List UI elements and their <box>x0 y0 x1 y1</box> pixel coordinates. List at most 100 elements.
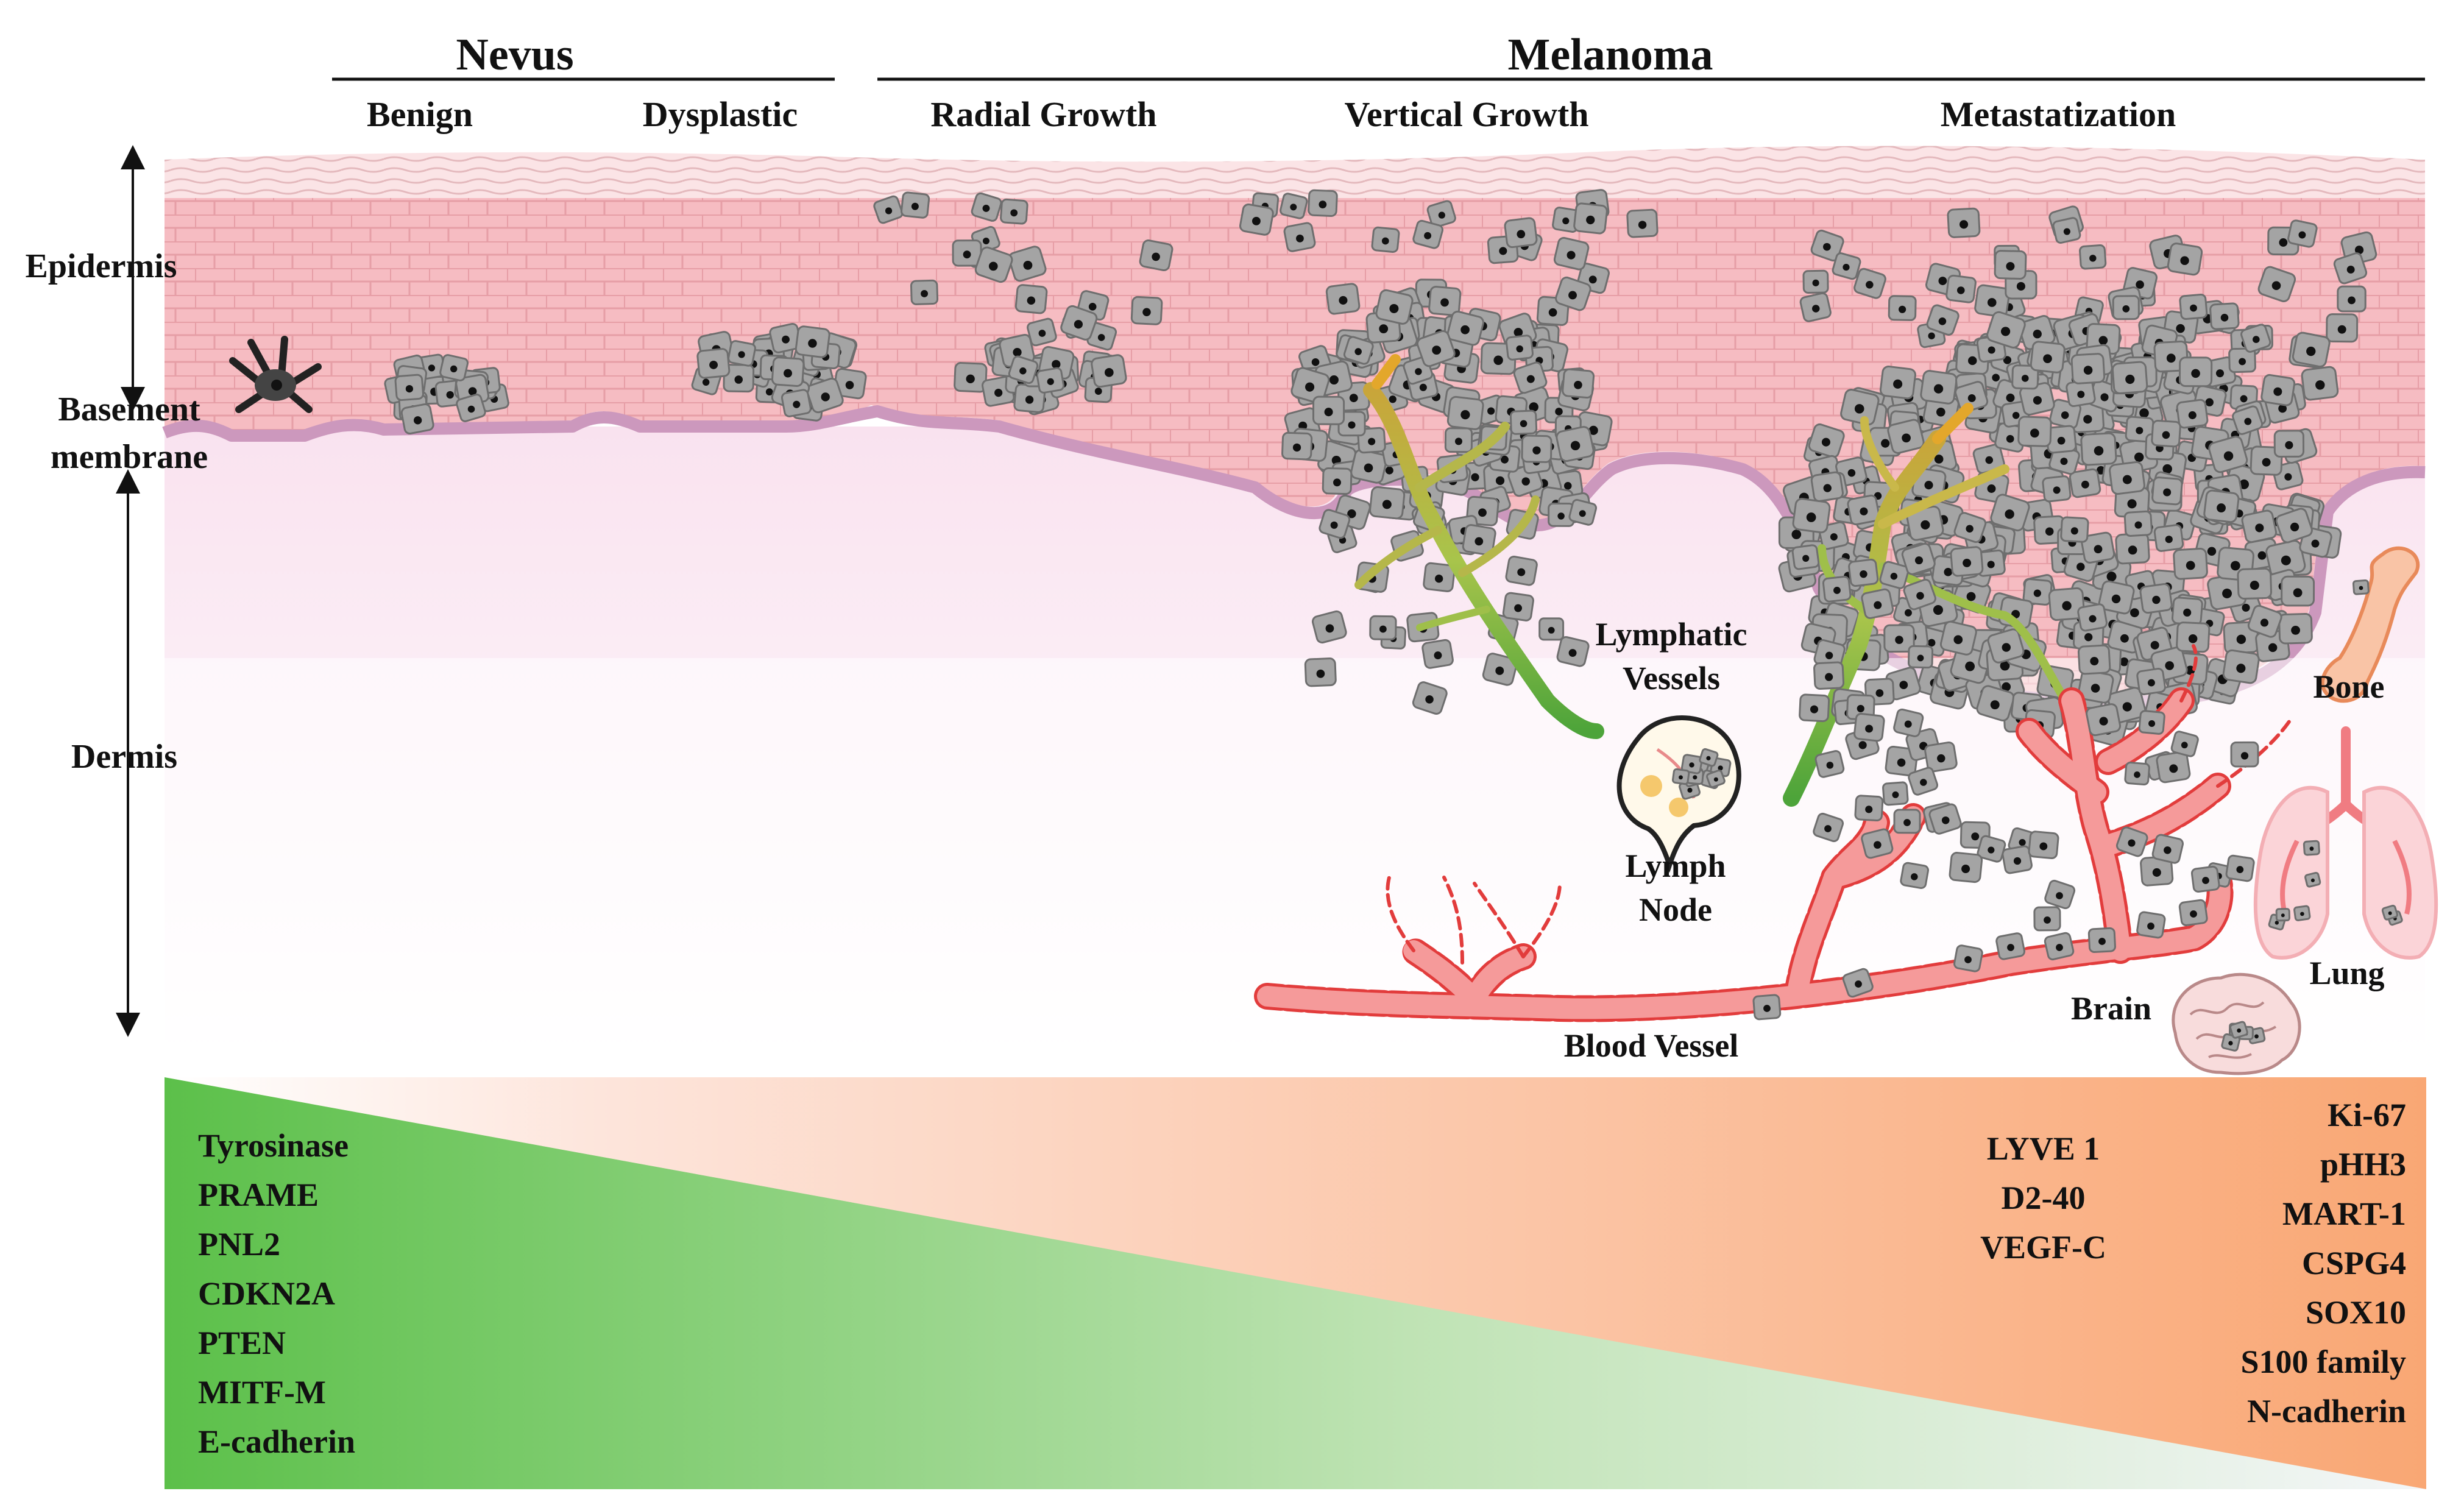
tumor-cell <box>2077 603 2108 632</box>
tumor-cell <box>1853 267 1886 299</box>
tumor-cell <box>1977 835 2006 863</box>
tumor-cell <box>1861 588 1894 619</box>
tumor-cell <box>1813 812 1844 843</box>
tumor-cell <box>2136 911 2166 939</box>
marker-pten: PTEN <box>198 1325 286 1361</box>
tumor-cell <box>1304 657 1337 687</box>
tumor-cell <box>1879 561 1910 589</box>
marker-mart-1: MART-1 <box>2282 1195 2406 1232</box>
tumor-cell <box>2069 468 2101 498</box>
tumor-cell <box>2151 420 2181 448</box>
tumor-cell <box>1505 335 1534 361</box>
tumor-cell <box>2138 710 2165 735</box>
tumor-cell <box>2287 219 2318 248</box>
tumor-cell <box>1060 305 1098 341</box>
tumor-cell <box>1953 512 1987 544</box>
tumor-cell <box>781 389 812 417</box>
tumor-cell <box>2153 524 2184 552</box>
tumor-cell <box>2052 217 2081 244</box>
tumor-cell <box>2098 580 2135 615</box>
tumor-cell <box>2333 252 2368 285</box>
tumor-cell <box>1810 229 1844 262</box>
tumor-cell <box>1953 944 1983 972</box>
tumor-cell <box>1960 821 1991 849</box>
tumor-cell <box>1671 768 1690 785</box>
tumor-cell <box>1808 423 1845 458</box>
tumor-cell <box>2381 904 2398 921</box>
marker-s100-family: S100 family <box>2240 1344 2406 1380</box>
tumor-cell <box>974 246 1013 283</box>
tumor-cell <box>1446 395 1484 430</box>
tumor-cell <box>1008 355 1039 384</box>
tumor-cell <box>1568 498 1598 526</box>
tumor-cell <box>2275 508 2313 544</box>
tumor-cell <box>1976 685 2015 721</box>
tumor-cell <box>2087 927 2116 953</box>
tumor-cell <box>728 340 756 367</box>
tumor-cell <box>2124 762 2150 786</box>
tumor-cell <box>1357 427 1386 454</box>
tumor-cell <box>2176 398 2209 429</box>
tumor-cell <box>1986 311 2026 349</box>
tumor-cell <box>2171 597 2203 626</box>
tumor-cell <box>2151 834 2184 864</box>
tumor-cell <box>1799 292 1832 322</box>
tumor-cell <box>1883 624 1915 653</box>
tumor-cell <box>2273 430 2305 458</box>
tumor-cell <box>2179 293 2208 320</box>
tumor-cell <box>1283 222 1316 252</box>
tumor-cell <box>2303 840 2320 856</box>
tumor-cell <box>2086 703 2122 737</box>
tumor-cell <box>1854 795 1884 822</box>
tumor-cell <box>1706 769 1726 788</box>
tumor-cell <box>2275 908 2290 922</box>
tumor-cell <box>2208 436 2248 473</box>
tumor-cell <box>1311 610 1347 644</box>
tumor-cell <box>2115 826 2148 857</box>
tumor-cell <box>2077 644 2111 675</box>
tumor-cell <box>1319 509 1351 539</box>
tumor-cell <box>1626 208 1659 238</box>
tumor-cell <box>1036 367 1065 394</box>
tumor-cell <box>1887 419 1925 454</box>
tumor-cell <box>1027 317 1057 347</box>
lymphatic-vessels-label-line1: Lymphatic <box>1595 616 1747 653</box>
marker-vegf-c: VEGF-C <box>1980 1229 2106 1266</box>
tumor-cell <box>1322 467 1353 495</box>
tumor-cell <box>2167 243 2203 276</box>
tumor-cell <box>2112 295 2140 320</box>
tumor-cell <box>1928 803 1962 835</box>
lymphatic-markers-list: LYVE 1 D2-40 VEGF-C <box>1980 1124 2106 1272</box>
stage-vertical-growth: Vertical Growth <box>1344 94 1589 134</box>
tumor-cell <box>873 195 904 224</box>
tumor-cell <box>1990 494 2030 532</box>
marker-mitf-m: MITF-M <box>198 1374 326 1411</box>
tumor-cell <box>971 192 1002 222</box>
tumor-cell <box>1416 330 1456 367</box>
tumor-cell <box>1903 578 1936 611</box>
lymph-node-label-line1: Lymph <box>1625 848 1726 884</box>
tumor-cell <box>2247 604 2282 638</box>
tumor-cell <box>795 325 830 358</box>
tumor-cell <box>2232 405 2264 435</box>
tumor-cell <box>2151 476 2183 506</box>
tumor-cell <box>1290 367 1330 404</box>
tumor-cell <box>1556 426 1595 462</box>
tumor-cell <box>2203 489 2240 523</box>
tumor-cell <box>1428 286 1462 316</box>
blood-vessels <box>1254 644 2293 1022</box>
decreasing-marker-wedge <box>165 1077 2426 1489</box>
tumor-cell <box>723 364 755 393</box>
tumor-cell <box>1446 310 1484 346</box>
stage-dysplastic: Dysplastic <box>642 94 798 134</box>
tumor-cell <box>1907 645 1934 669</box>
marker-ki-67: Ki-67 <box>2328 1097 2406 1133</box>
decreasing-markers-list: Tyrosinase PRAME PNL2 CDKN2A PTEN MITF-M… <box>198 1121 355 1467</box>
tumor-cell <box>2066 379 2096 408</box>
tumor-cell <box>2002 845 2033 874</box>
tumor-cell <box>696 348 731 379</box>
nevus-header: Nevus <box>456 30 574 80</box>
tumor-cell <box>1462 524 1496 556</box>
tumor-cell <box>1369 486 1406 520</box>
tumor-cell <box>901 191 930 219</box>
